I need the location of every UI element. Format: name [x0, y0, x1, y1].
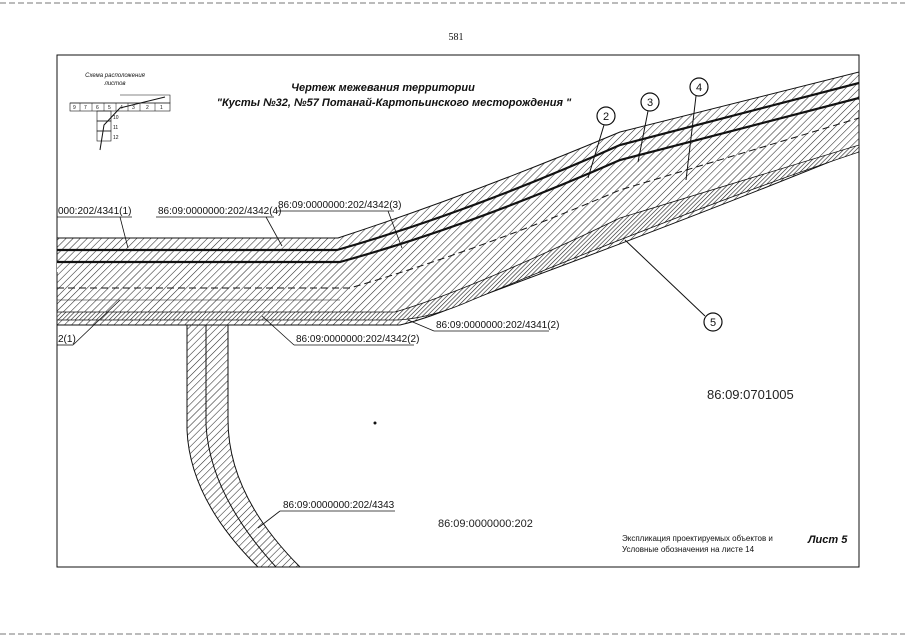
main-corridor	[57, 71, 859, 326]
road-line-2	[57, 96, 859, 264]
parcel-label-4342-4: 86:09:0000000:202/4342(4)	[156, 206, 283, 247]
scheme-cell: 12	[113, 135, 119, 141]
scheme-cell: 7	[84, 105, 87, 111]
marker-2: 2	[587, 106, 616, 179]
marker-3-label: 3	[647, 97, 653, 109]
parcel-text: 000:202/4341(1)	[58, 206, 131, 217]
scheme-cell: 2	[146, 105, 149, 111]
road-line-1	[57, 81, 859, 252]
scheme-cell: 5	[108, 105, 111, 111]
dashed-boundary	[57, 117, 859, 289]
marker-5-label: 5	[710, 317, 716, 329]
parcel-label-4343: 86:09:0000000:202/4343	[257, 500, 395, 529]
parcel-text: 86:09:0000000:202/4342(3)	[278, 200, 401, 211]
parcel-label-left-2-1: 2(1)	[57, 299, 121, 346]
parcel-label-4341-2: 86:09:0000000:202/4341(2)	[407, 319, 559, 332]
scheme-cell: 11	[113, 125, 118, 131]
base-parcel-number: 86:09:0000000:202	[438, 518, 533, 530]
edge-band	[57, 144, 859, 321]
scheme-title-1: Схема расположения	[85, 73, 146, 79]
scheme-cell: 9	[73, 105, 76, 111]
marker-4: 4	[685, 77, 709, 181]
parcel-text: 86:09:0000000:202/4342(2)	[296, 334, 419, 345]
sheet-number-label: Лист 5	[807, 534, 848, 546]
scheme-cell: 6	[96, 105, 99, 111]
parcel-label-4342-3: 86:09:0000000:202/4342(3)	[276, 200, 403, 249]
point-marker	[373, 421, 377, 425]
scheme-cell: 4	[120, 105, 123, 111]
quarter-number: 86:09:0701005	[707, 387, 794, 402]
legend-note-1: Экспликация проектируемых объектов и	[622, 534, 773, 543]
branch-corridor	[186, 317, 301, 567]
scheme-title-2: листов	[103, 81, 125, 87]
scheme-cell: 1	[160, 105, 163, 111]
parcel-text: 86:09:0000000:202/4341(2)	[436, 320, 559, 331]
page-number: 581	[449, 32, 464, 43]
parcel-text: 86:09:0000000:202/4343	[283, 500, 395, 511]
parcel-text: 86:09:0000000:202/4342(4)	[158, 206, 281, 217]
parcel-label-4341-1: 000:202/4341(1)	[57, 206, 132, 249]
marker-5: 5	[624, 239, 723, 332]
legend-note-2: Условные обозначения на листе 14	[622, 545, 755, 554]
marker-2-label: 2	[603, 111, 609, 123]
drawing-subtitle: "Кусты №32, №57 Потанай-Картопьинского м…	[217, 97, 572, 109]
sheet-scheme: Схема расположения листов 9 7 6 5 4 3 2 …	[69, 73, 171, 151]
scheme-cell: 3	[132, 105, 135, 111]
scheme-cell: 10	[113, 115, 119, 121]
marker-4-label: 4	[696, 82, 702, 94]
parcel-text: 2(1)	[58, 334, 76, 345]
parcel-label-4342-2: 86:09:0000000:202/4342(2)	[261, 315, 419, 346]
drawing-title: Чертеж межевания территории	[291, 82, 475, 94]
inner-strip	[57, 100, 859, 272]
marker-3: 3	[637, 92, 660, 163]
